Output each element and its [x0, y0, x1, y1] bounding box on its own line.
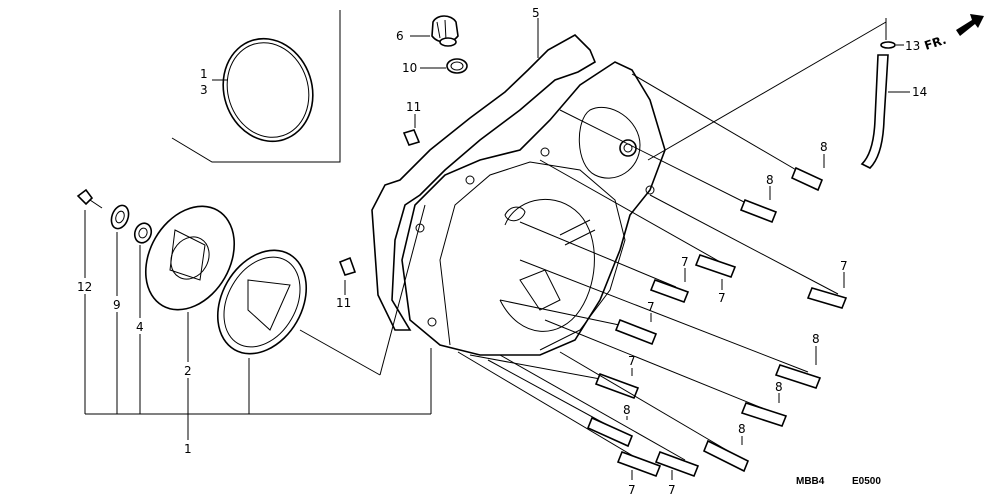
label-bolt-8f: 8 — [738, 422, 746, 436]
label-bolt-8b: 8 — [766, 173, 774, 187]
label-11-lower: 11 — [336, 296, 351, 310]
inset-frame — [171, 10, 341, 163]
label-5: 5 — [532, 6, 540, 20]
label-bolt-8a: 8 — [820, 140, 828, 154]
bolt-12 — [76, 188, 103, 209]
label-12: 12 — [77, 280, 92, 294]
washer-9 — [110, 204, 130, 230]
dowel-pin-upper — [402, 129, 421, 146]
label-6: 6 — [396, 29, 404, 43]
bolt-group — [457, 73, 848, 478]
label-bolt-8c: 8 — [812, 332, 820, 346]
hose-leader — [647, 21, 887, 161]
hose-clip — [880, 41, 896, 49]
label-bolt-8e: 8 — [623, 403, 631, 417]
label-bolt-8d: 8 — [775, 380, 783, 394]
o-ring — [222, 37, 314, 143]
pump-plate — [144, 205, 236, 311]
gasket — [371, 34, 597, 331]
label-bolt-7b: 7 — [681, 255, 689, 269]
label-9: 9 — [113, 298, 121, 312]
footer-code: MBB4 — [796, 476, 825, 487]
label-10: 10 — [402, 61, 417, 75]
oil-filler-cap — [431, 15, 459, 47]
seal-4 — [133, 222, 153, 244]
label-bolt-7g: 7 — [668, 483, 676, 497]
label-11-upper: 11 — [406, 100, 421, 114]
label-bolt-7e: 7 — [628, 354, 636, 368]
dowel-pin-lower — [338, 256, 357, 276]
breather-hose — [860, 54, 889, 169]
label-bolt-7d: 7 — [647, 300, 655, 314]
label-4: 4 — [136, 320, 144, 334]
crankcase-cover — [401, 61, 666, 356]
label-bolt-7a: 7 — [840, 259, 848, 273]
front-arrow-icon — [956, 14, 984, 36]
label-3: 3 — [200, 83, 208, 97]
label-1-top: 1 — [200, 67, 208, 81]
label-13: 13 — [905, 39, 920, 53]
label-1-bottom: 1 — [184, 442, 192, 456]
label-2: 2 — [184, 364, 192, 378]
label-bolt-7f: 7 — [628, 483, 636, 497]
pump-cover — [216, 249, 308, 355]
footer-ref: E0500 — [852, 476, 881, 487]
label-bolt-7c: 7 — [718, 291, 726, 305]
label-front: FR. — [923, 33, 948, 53]
filler-o-ring — [446, 58, 468, 74]
label-14: 14 — [912, 85, 927, 99]
